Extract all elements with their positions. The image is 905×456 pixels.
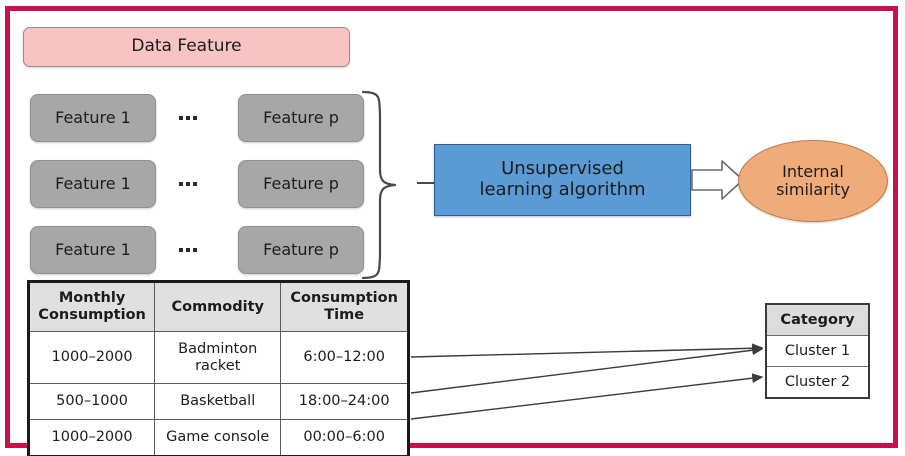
header-line1: Commodity [171,298,264,315]
ellipsis-dot [179,116,183,120]
cell-monthly-consumption: 1000–2000 [27,419,156,456]
column-header-monthly-consumption: Monthly Consumption [27,281,156,332]
cell-commodity: Game console [154,419,282,456]
header-line2: Consumption [38,307,146,323]
column-header-consumption-time: Consumption Time [280,281,409,332]
ellipsis-row3 [168,226,208,274]
unsupervised-learning-algorithm-box: Unsupervised learning algorithm [434,144,691,216]
curly-brace-icon [361,90,397,280]
ellipsis-dot [193,248,197,252]
ellipsis-row2 [168,160,208,208]
cell-consumption-time: 18:00–24:00 [280,383,409,420]
feature-label: Feature p [263,239,339,259]
category-row: Cluster 1 [765,335,870,367]
ellipsis-dot [186,182,190,186]
feature-box-row1-last: Feature p [238,94,364,142]
header-line2: Time [324,307,365,323]
cell-consumption-time: 6:00–12:00 [280,331,409,384]
table-row: 1000–2000 Game console 00:00–6:00 [27,419,409,456]
cell-line1: Badminton [178,340,258,357]
column-header-category: Category [765,303,870,336]
table-header-row: Monthly Consumption Commodity Consumptio… [27,281,409,332]
cell-monthly-consumption: 1000–2000 [27,331,156,384]
algorithm-label-line2: learning algorithm [479,179,646,200]
output-label-line1: Internal [782,161,844,181]
data-feature-box: Data Feature [23,27,350,67]
cell-commodity: Basketball [154,383,282,420]
feature-box-row2-first: Feature 1 [30,160,156,208]
ellipsis-dot [186,248,190,252]
ellipsis-dot [193,116,197,120]
feature-label: Feature 1 [55,239,131,259]
header-line1: Monthly [58,290,126,307]
cell-consumption-time: 00:00–6:00 [280,419,409,456]
feature-box-row2-last: Feature p [238,160,364,208]
output-label-line2: similarity [776,180,850,199]
ellipsis-dot [179,182,183,186]
cell-commodity: Badminton racket [154,331,282,384]
feature-label: Feature p [263,107,339,127]
feature-box-row3-first: Feature 1 [30,226,156,274]
cell-line2: racket [195,357,241,374]
category-header-row: Category [765,303,870,336]
category-cluster-table: Category Cluster 1 Cluster 2 [765,303,870,399]
feature-label: Feature p [263,173,339,193]
block-arrow-right-icon [691,160,744,200]
ellipsis-dot [186,116,190,120]
feature-label: Feature 1 [55,107,131,127]
feature-label: Feature 1 [55,173,131,193]
table-row: 1000–2000 Badminton racket 6:00–12:00 [27,331,409,384]
table-row: 500–1000 Basketball 18:00–24:00 [27,383,409,420]
column-header-commodity: Commodity [154,281,282,332]
ellipsis-dot [193,182,197,186]
brace-to-algorithm-connector [417,182,437,184]
data-feature-label: Data Feature [131,36,242,57]
cell-cluster-2: Cluster 2 [765,366,870,399]
ellipsis-row1 [168,94,208,142]
feature-box-row1-first: Feature 1 [30,94,156,142]
algorithm-label-line1: Unsupervised [501,158,624,180]
category-row: Cluster 2 [765,366,870,399]
cell-cluster-1: Cluster 1 [765,335,870,367]
ellipsis-dot [179,248,183,252]
cell-monthly-consumption: 500–1000 [27,383,156,420]
feature-box-row3-last: Feature p [238,226,364,274]
consumption-data-table: Monthly Consumption Commodity Consumptio… [27,280,410,456]
internal-similarity-ellipse: Internal similarity [738,140,888,222]
header-line1: Consumption [290,290,398,307]
